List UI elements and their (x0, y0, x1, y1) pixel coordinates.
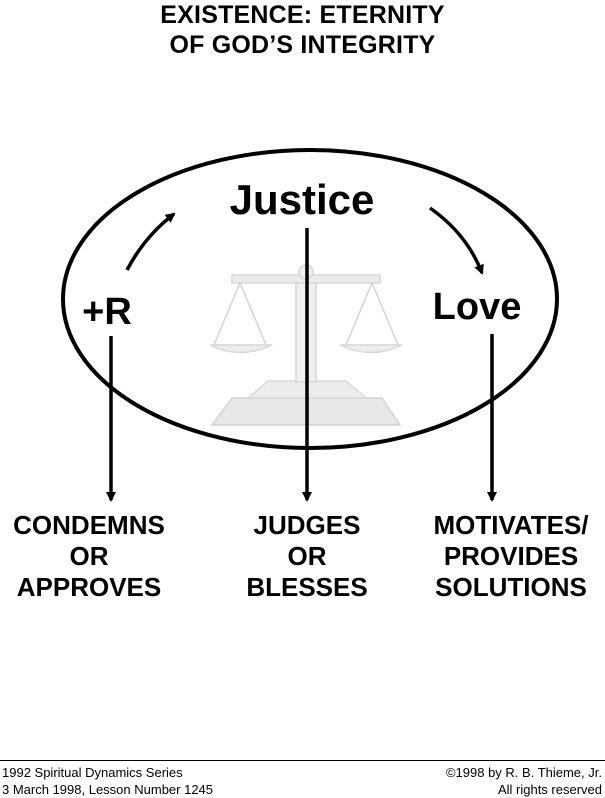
arrow-righteousness-to-justice (125, 212, 176, 271)
righteousness-label: +R (82, 291, 132, 333)
justice-label: Justice (230, 176, 375, 223)
footer-series: 1992 Spiritual Dynamics Series (2, 765, 183, 780)
integrity-ellipse (61, 148, 559, 450)
outcome-line: BLESSES (246, 572, 368, 602)
outcome-line: SOLUTIONS (435, 572, 587, 602)
outcome-line: JUDGES (253, 510, 361, 540)
outcome-line: APPROVES (16, 572, 162, 602)
outcome-love: MOTIVATES/ PROVIDES SOLUTIONS (418, 510, 604, 603)
title-line-2: OF GOD’S INTEGRITY (169, 31, 436, 59)
footer-rights: All rights reserved (497, 782, 602, 797)
outcome-line: CONDEMNS (13, 510, 165, 540)
arrow-justice-to-love (428, 206, 484, 275)
love-label: Love (433, 286, 522, 328)
outcome-line: PROVIDES (443, 541, 579, 571)
outcome-line: MOTIVATES/ (433, 510, 589, 540)
outcome-line: OR (69, 541, 109, 571)
footer-copyright: ©1998 by R. B. Thieme, Jr. (445, 765, 602, 780)
outcome-line: OR (287, 541, 327, 571)
title-line-1: EXISTENCE: ETERNITY (160, 1, 445, 29)
outcome-justice: JUDGES OR BLESSES (232, 510, 382, 603)
outcome-righteousness: CONDEMNS OR APPROVES (0, 510, 178, 603)
footer-series-info: 1992 Spiritual Dynamics Series 3 March 1… (2, 764, 213, 798)
footer-lesson: 3 March 1998, Lesson Number 1245 (2, 782, 214, 797)
footer-copyright-info: ©1998 by R. B. Thieme, Jr. All rights re… (446, 764, 602, 798)
footer-divider (0, 760, 605, 761)
